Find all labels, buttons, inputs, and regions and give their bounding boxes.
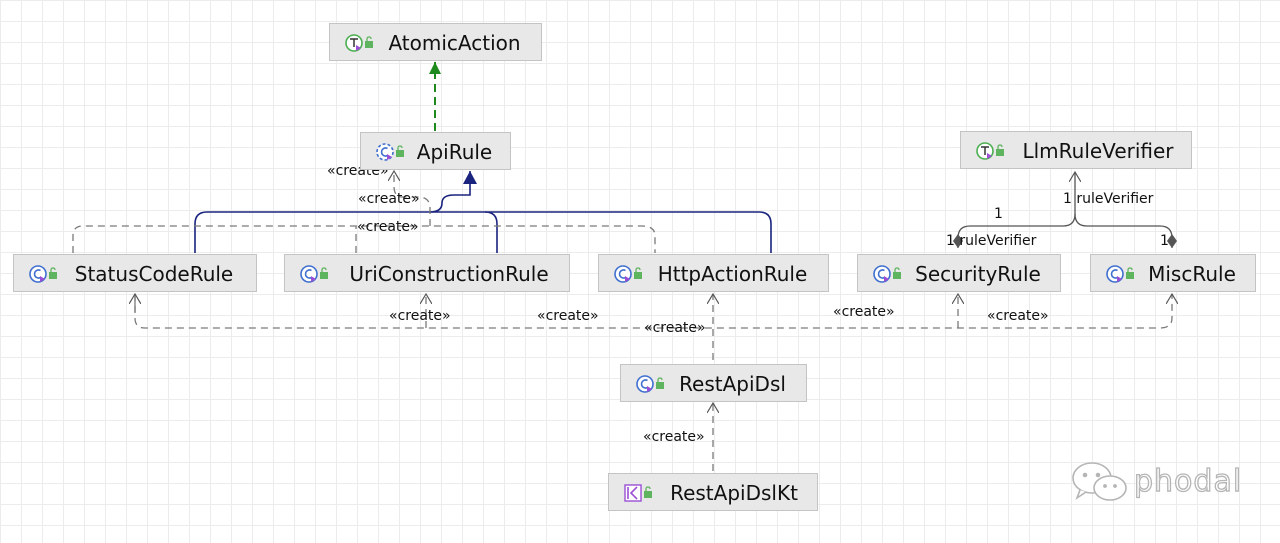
class-name: LlmRuleVerifier — [1022, 139, 1174, 163]
edge-assoc-securityrule-llmruleverifier — [958, 172, 1075, 248]
label-create-9: «create» — [643, 429, 705, 445]
class-name: StatusCodeRule — [74, 262, 234, 286]
label-multiplicity-misc: 1 — [1160, 233, 1169, 249]
class-node-httpactionrule[interactable]: HttpActionRule — [598, 254, 829, 292]
watermark-text: phodal — [1133, 463, 1243, 499]
lock-icon — [49, 267, 57, 279]
class-name: MiscRule — [1148, 262, 1236, 286]
edge-create-statuscoderule-apirule — [72, 225, 656, 253]
label-create-7: «create» — [833, 304, 895, 320]
edge-create-into-apirule — [394, 171, 431, 226]
lock-icon — [893, 267, 901, 279]
class-node-statuscoderule[interactable]: StatusCodeRule — [13, 254, 257, 292]
lock-icon — [365, 36, 373, 48]
class-node-llmruleverifier[interactable]: LlmRuleVerifier — [960, 131, 1192, 169]
class-icon — [873, 265, 891, 283]
class-icon — [636, 375, 654, 393]
lock-icon — [644, 486, 652, 498]
class-node-miscrule[interactable]: MiscRule — [1090, 254, 1256, 292]
abstract-class-icon — [376, 143, 394, 161]
class-name: UriConstructionRule — [349, 262, 549, 286]
label-create-5: «create» — [537, 308, 599, 324]
interface-icon — [976, 142, 994, 160]
label-multiplicity-security-top: 1 — [994, 206, 1003, 222]
lock-icon — [634, 267, 642, 279]
lock-icon — [656, 377, 664, 389]
lock-icon — [396, 145, 404, 157]
class-icon — [29, 265, 47, 283]
class-name: ApiRule — [416, 140, 493, 164]
edge-create-restapidsl-bus — [134, 294, 1172, 329]
edge-inheritance-uriconstructionrule — [430, 211, 498, 253]
label-create-6: «create» — [644, 320, 706, 336]
class-name: SecurityRule — [915, 262, 1041, 286]
lock-icon — [320, 267, 328, 279]
lock-icon — [996, 144, 1004, 156]
class-name: RestApiDslKt — [670, 481, 798, 505]
class-node-apirule[interactable]: ApiRule — [360, 132, 511, 170]
wechat-icon — [1072, 462, 1127, 501]
lock-icon — [1126, 267, 1134, 279]
label-create-3: «create» — [357, 219, 419, 235]
label-create-8: «create» — [987, 308, 1049, 324]
class-name: AtomicAction — [388, 31, 521, 55]
label-create-4: «create» — [389, 308, 451, 324]
class-node-restapidsl[interactable]: RestApiDsl — [620, 364, 807, 402]
class-node-restapidslkt[interactable]: RestApiDslKt — [608, 473, 818, 511]
class-node-atomicaction[interactable]: AtomicAction — [329, 23, 542, 61]
class-icon — [1106, 265, 1124, 283]
interface-icon — [345, 34, 363, 52]
label-create-2: «create» — [358, 191, 420, 207]
class-name: HttpActionRule — [657, 262, 808, 286]
class-icon — [614, 265, 632, 283]
edge-inheritance-httpactionrule — [485, 211, 772, 253]
class-node-uriconstructionrule[interactable]: UriConstructionRule — [284, 254, 570, 292]
edge-inheritance-statuscoderule — [194, 171, 477, 253]
edge-assoc-miscrule-llmruleverifier — [1074, 213, 1177, 248]
class-name: RestApiDsl — [679, 372, 786, 396]
watermark: phodal — [1068, 458, 1248, 508]
class-icon — [300, 265, 318, 283]
kotlin-file-icon — [624, 484, 642, 502]
label-multiplicity-security: 1 ruleVerifier — [946, 233, 1037, 249]
class-node-securityrule[interactable]: SecurityRule — [857, 254, 1061, 292]
label-multiplicity-llm: 1 ruleVerifier — [1063, 191, 1154, 207]
